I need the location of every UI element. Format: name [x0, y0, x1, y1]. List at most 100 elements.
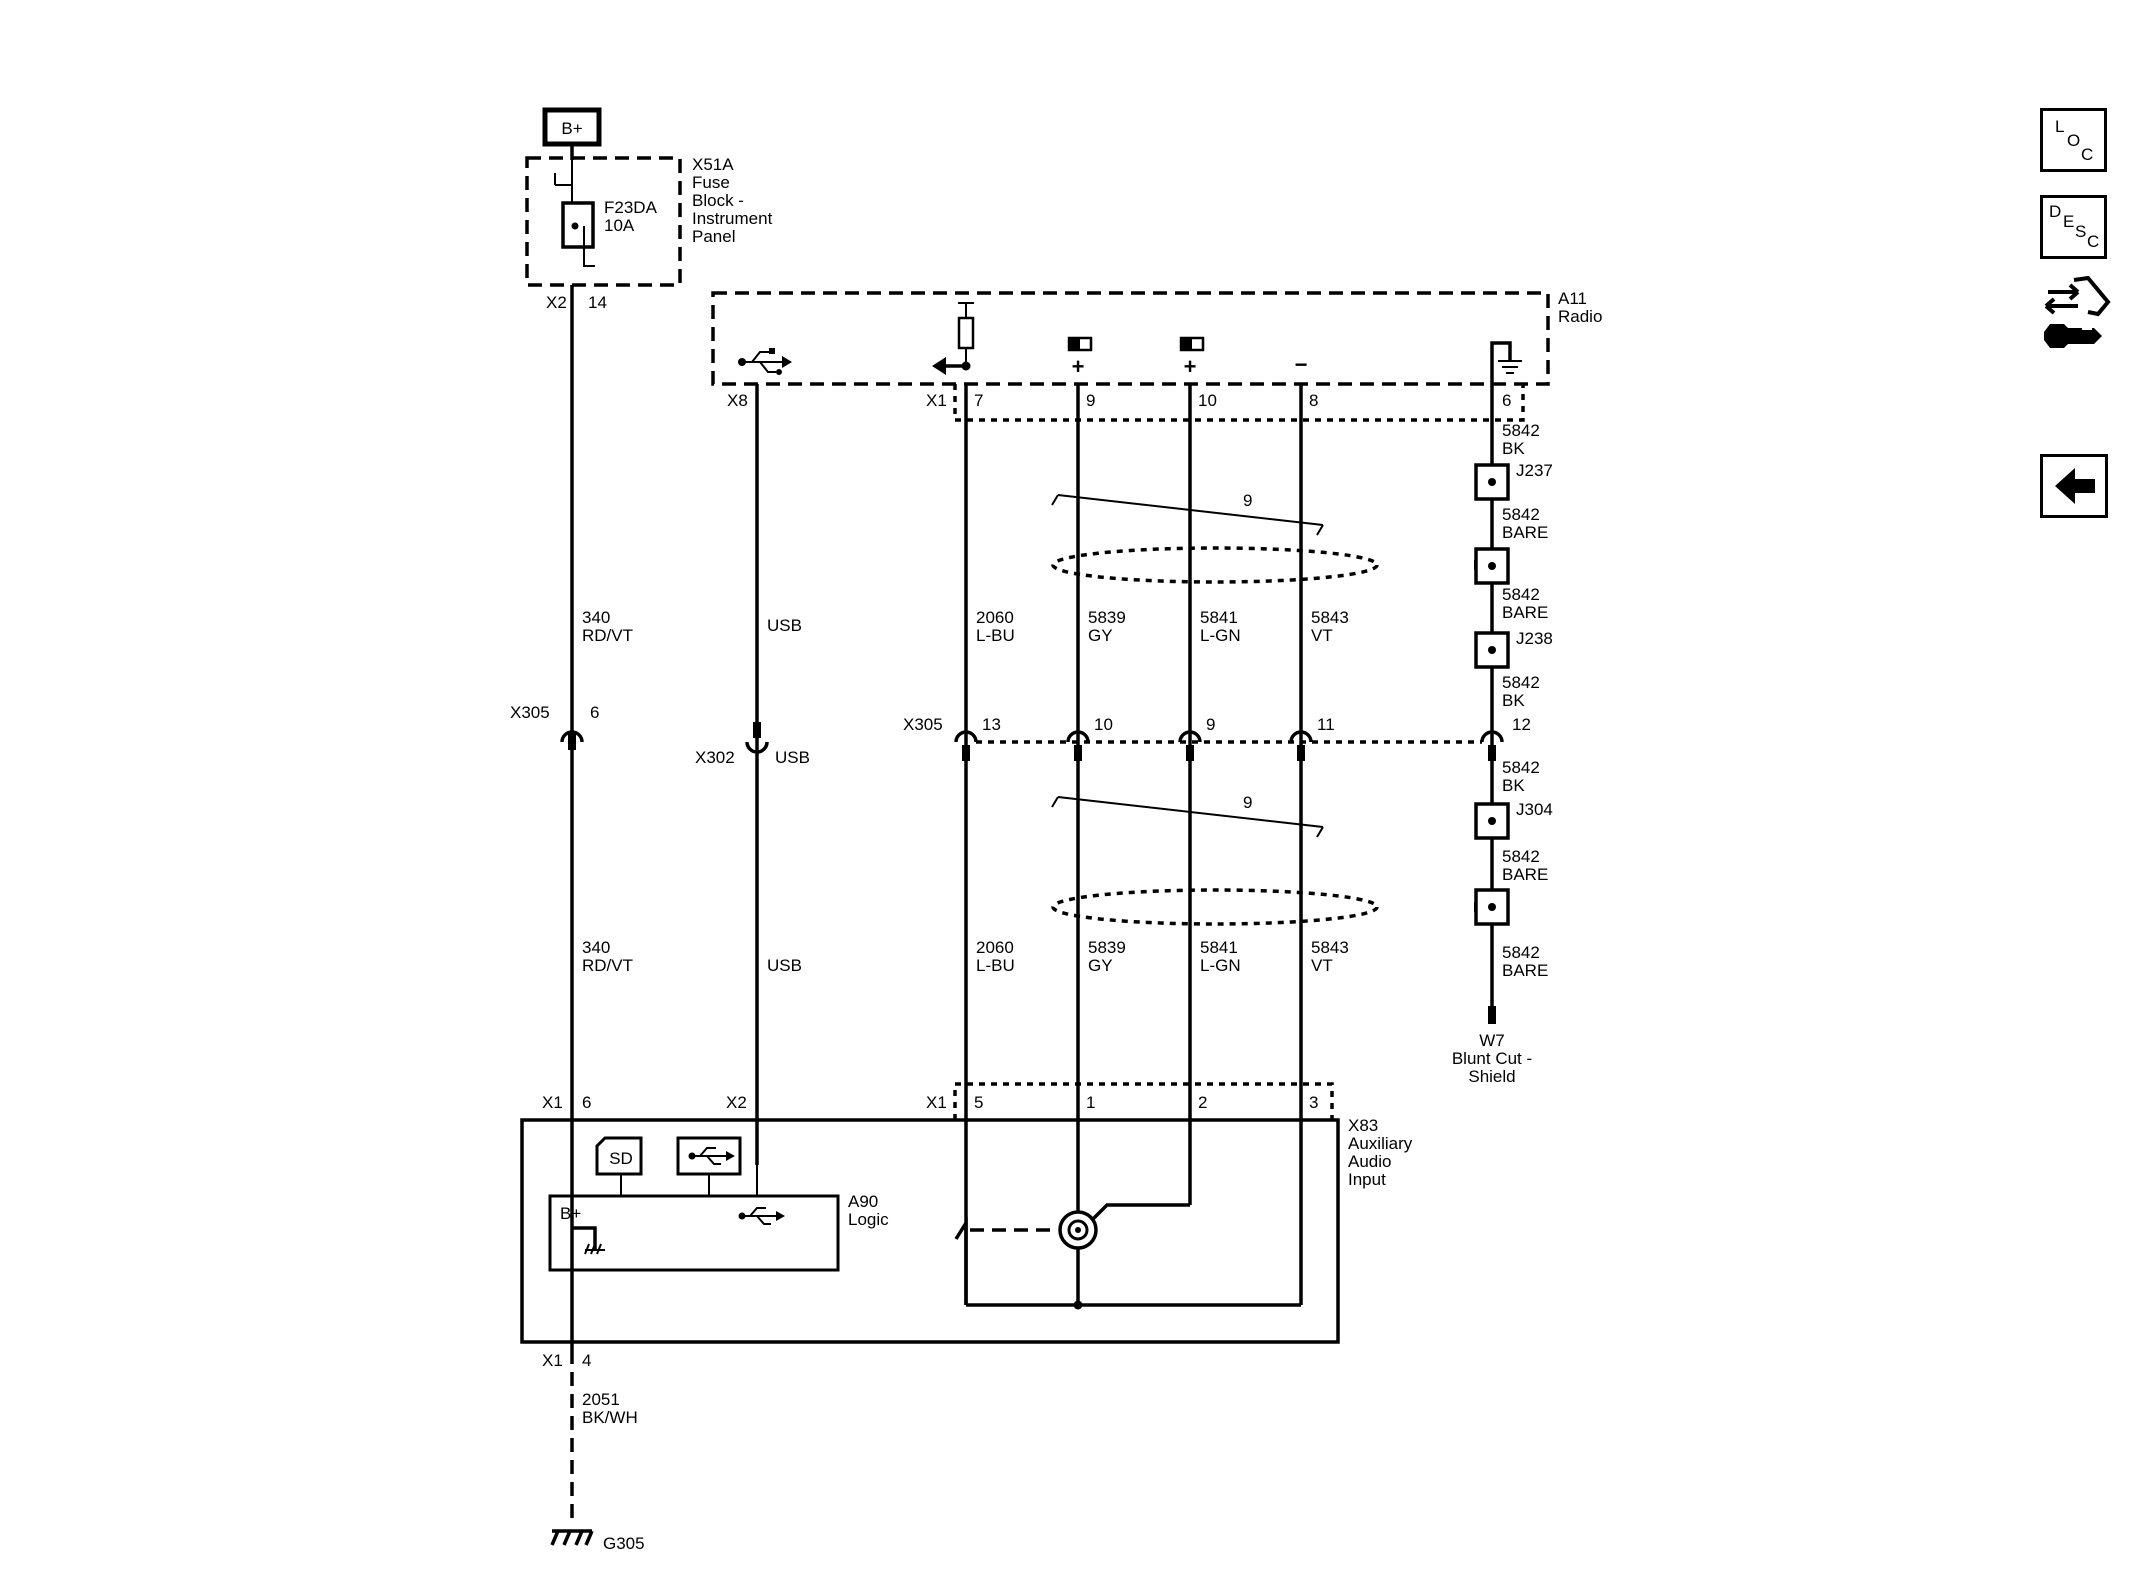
- aux-pin: 4: [582, 1351, 591, 1370]
- fuse-block-id: X51A: [692, 155, 734, 174]
- loc-button[interactable]: L O C: [2040, 108, 2107, 172]
- connector-pin: USB: [775, 748, 810, 767]
- ground-icon: [1490, 341, 1522, 384]
- drain-color: BARE: [1502, 523, 1548, 542]
- drain-color: BK: [1502, 439, 1525, 458]
- fuse-block-line: Panel: [692, 227, 735, 246]
- connector-tool-button[interactable]: [2038, 275, 2112, 352]
- usb-icon: [738, 348, 792, 375]
- battery-supply: B+: [542, 107, 602, 160]
- drain-circuit: 5842: [1502, 673, 1540, 692]
- lower-wire-labels: 340 RD/VT USB 2060 L-BU 5839 GY 5841 L-G…: [582, 938, 1349, 975]
- wire-circuit: 5841: [1200, 608, 1238, 627]
- wire-color: RD/VT: [582, 626, 633, 645]
- wire-circuit: 5841: [1200, 938, 1238, 957]
- aux-pin: 1: [1086, 1093, 1095, 1112]
- shield-end-line: Shield: [1468, 1067, 1515, 1086]
- connector-id: X302: [695, 748, 735, 767]
- aux-connector: X1: [542, 1351, 563, 1370]
- radio-pin: 6: [1502, 391, 1511, 410]
- connector-pin: 12: [1512, 715, 1531, 734]
- drain-color: BARE: [1502, 865, 1548, 884]
- connector-id: X305: [510, 703, 550, 722]
- radio-id: A11: [1558, 289, 1587, 308]
- radio-module: A11 Radio + +: [711, 289, 1602, 422]
- wire-color: L-BU: [976, 956, 1015, 975]
- wire-color: VT: [1311, 956, 1333, 975]
- wire-color: L-BU: [976, 626, 1015, 645]
- wire-color: RD/VT: [582, 956, 633, 975]
- fuse-rating: 10A: [604, 216, 635, 235]
- drain-color: BARE: [1502, 961, 1548, 980]
- wire-color: L-GN: [1200, 626, 1241, 645]
- usb-icon: [738, 1165, 785, 1225]
- connector-pin: 6: [590, 703, 599, 722]
- wire-circuit: 5843: [1311, 938, 1349, 957]
- aux-pin: 6: [582, 1093, 591, 1112]
- fuse-block-line: Fuse: [692, 173, 730, 192]
- drain-circuit: 5842: [1502, 421, 1540, 440]
- fuse-block: X51A Fuse Block - Instrument Panel F23DA…: [525, 155, 773, 312]
- aux-input-module: X83 Auxiliary Audio Input X1 6 X2 X1 5 1…: [520, 1082, 1413, 1370]
- logic-module: A90 Logic B+ SD: [548, 1136, 889, 1272]
- sd-label: SD: [609, 1149, 633, 1168]
- polarity-label: +: [1072, 354, 1085, 379]
- upper-wire-labels: 340 RD/VT USB 2060 L-BU 5839 GY 5841 L-G…: [582, 608, 1349, 645]
- aux-id: X83: [1348, 1116, 1378, 1135]
- desc-button[interactable]: D E S C: [2040, 195, 2107, 259]
- wire-circuit: 2060: [976, 608, 1014, 627]
- fuse-block-connector: X2: [546, 293, 567, 312]
- wire-circuit: 340: [582, 938, 610, 957]
- drain-circuit: 5842: [1502, 758, 1540, 777]
- wire-circuit: 2060: [976, 938, 1014, 957]
- drain-color: BK: [1502, 691, 1525, 710]
- audio-jack: [954, 1203, 1301, 1310]
- radio-pin: 9: [1086, 391, 1095, 410]
- ground-circuit: 2051 BK/WH G305: [550, 1390, 645, 1553]
- logic-id: A90: [848, 1192, 878, 1211]
- splice-label: J237: [1516, 461, 1553, 480]
- shield-splice: [1474, 888, 1510, 926]
- connector-id: X305: [903, 715, 943, 734]
- connector-pin: 10: [1094, 715, 1113, 734]
- desc-letter: C: [2087, 232, 2100, 251]
- fuse-block-line: Block -: [692, 191, 744, 210]
- drain-circuit: 5842: [1502, 505, 1540, 524]
- chassis-ground-icon: [550, 1529, 594, 1546]
- drain-circuit: 5842: [1502, 585, 1540, 604]
- wire-color: L-GN: [1200, 956, 1241, 975]
- wire-runs: [570, 285, 1494, 1520]
- drain-circuit: 5842: [1502, 847, 1540, 866]
- aux-connector: X1: [542, 1093, 563, 1112]
- wire-color: VT: [1311, 626, 1333, 645]
- twisted-shield-upper: 9: [1051, 491, 1486, 584]
- drain-color: BK: [1502, 776, 1525, 795]
- aux-connector: X2: [726, 1093, 747, 1112]
- resistor-icon: [932, 302, 975, 375]
- fuse-id: F23DA: [604, 198, 658, 217]
- radio-pin: 7: [974, 391, 983, 410]
- twist-count: 9: [1243, 491, 1252, 510]
- logic-supply-label: B+: [560, 1204, 581, 1223]
- wire-circuit: 5839: [1088, 938, 1126, 957]
- radio-pin: 8: [1309, 391, 1318, 410]
- wire-color: USB: [767, 616, 802, 635]
- polarity-label: +: [1184, 354, 1197, 379]
- drain-color: BARE: [1502, 603, 1548, 622]
- loc-letter: C: [2081, 145, 2094, 164]
- wire-circuit: 5839: [1088, 608, 1126, 627]
- desc-letter: S: [2075, 222, 2087, 241]
- shield-end-line: Blunt Cut -: [1452, 1049, 1532, 1068]
- loc-letter: O: [2067, 131, 2081, 150]
- fuse-block-line: Instrument: [692, 209, 773, 228]
- drain-wire: 5842 BK J237 5842 BARE 5842 BARE J238 58…: [1452, 421, 1553, 1086]
- twisted-shield-lower: 9: [1051, 793, 1486, 926]
- loc-letter: L: [2055, 117, 2065, 136]
- back-button[interactable]: [2040, 454, 2108, 518]
- splice-label: J304: [1516, 800, 1553, 819]
- inline-connectors: X305 6 X302 USB X305 13 10 9 11 12: [510, 703, 1531, 767]
- connector-pin: 13: [982, 715, 1001, 734]
- fuse-block-pin: 14: [588, 293, 607, 312]
- usb-port-icon: [676, 1136, 742, 1196]
